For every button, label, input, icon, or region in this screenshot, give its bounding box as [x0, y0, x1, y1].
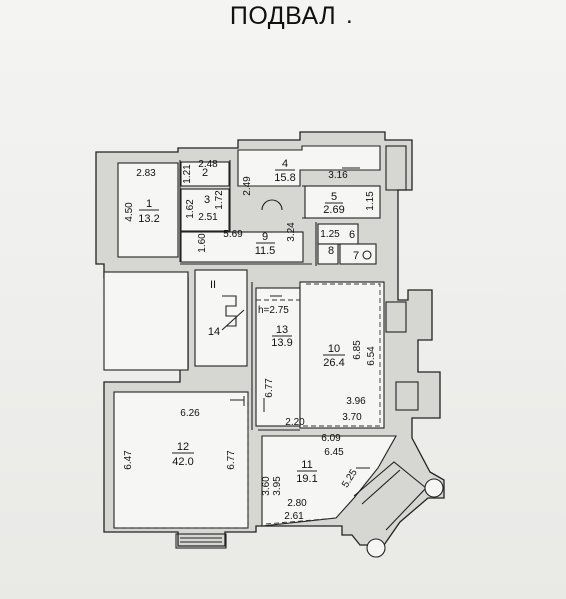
room-10-area: 26.4 [323, 357, 344, 369]
dim-6-26: 6.26 [180, 408, 200, 419]
room-6-number: 6 [349, 229, 355, 241]
partitions [104, 145, 444, 558]
room-13-floor [255, 287, 301, 427]
title-mark: . [346, 2, 353, 29]
dim-1-62: 1.62 [185, 199, 196, 219]
room-13-number: 13 [276, 324, 288, 336]
height-note: h=2.75 [258, 305, 289, 316]
room-5-floor [304, 185, 381, 219]
room-5-number: 5 [331, 191, 337, 203]
dim-6-77-a: 6.77 [264, 378, 275, 398]
dim-6-85: 6.85 [352, 340, 363, 360]
room-8-floor [317, 243, 339, 265]
dim-3-95: 3.95 [272, 476, 283, 496]
diagonal-annex [353, 461, 427, 531]
stair-steps [222, 295, 237, 327]
dim-6-54: 6.54 [366, 346, 377, 366]
dim-2-48: 2.48 [198, 159, 218, 170]
dim-6-47: 6.47 [123, 450, 134, 470]
dim-6-77-b: 6.77 [226, 450, 237, 470]
dim-6-09: 6.09 [321, 433, 341, 444]
dim-2-61: 2.61 [284, 511, 304, 522]
room-12-floor [113, 391, 249, 529]
room-8-number: 8 [328, 245, 334, 257]
room-2-floor [180, 161, 230, 187]
room-10-number: 10 [328, 343, 340, 355]
dim-2-83: 2.83 [136, 168, 156, 179]
room-12-area: 42.0 [172, 456, 193, 468]
room-3-floor [180, 188, 230, 232]
dim-2-20: 2.20 [285, 417, 305, 428]
dashed-outlines [118, 283, 381, 529]
dim-2-51: 2.51 [198, 212, 218, 223]
dim-1-15: 1.15 [365, 191, 376, 211]
dim-2-80: 2.80 [287, 498, 307, 509]
room-1-number: 1 [146, 198, 152, 210]
page-title: ПОДВАЛ [229, 2, 337, 30]
room-3-number: 3 [204, 194, 210, 206]
dim-5-69: 5.69 [223, 229, 243, 240]
room-labels: 1 13.2 2 3 4 15.8 5 2.69 6 8 7 9 11.5 13… [138, 158, 359, 485]
room-14-number: 14 [208, 326, 220, 338]
room-4-floor [237, 145, 381, 187]
room-1-area: 13.2 [138, 213, 159, 225]
room-4-number: 4 [282, 158, 288, 170]
room-2-number: 2 [202, 167, 208, 179]
room-9-number: 9 [262, 231, 268, 243]
dim-4-50: 4.50 [124, 202, 135, 222]
room-7-number: 7 [353, 250, 359, 262]
room-9-floor [180, 231, 304, 263]
dim-3-70: 3.70 [342, 412, 362, 423]
room-4-area: 15.8 [274, 172, 295, 184]
room-12-number: 12 [177, 441, 189, 453]
dim-3-96: 3.96 [346, 396, 366, 407]
dim-1-60: 1.60 [197, 233, 208, 253]
room-9-area: 11.5 [255, 245, 276, 257]
stair-label: II [210, 279, 216, 291]
dim-1-25: 1.25 [320, 229, 340, 240]
room-13-area: 13.9 [271, 337, 292, 349]
room-11-number: 11 [301, 459, 312, 471]
dim-3-16: 3.16 [328, 170, 348, 181]
room-left-unlabelled [103, 271, 189, 371]
room-14-floor [194, 269, 248, 367]
room-11-area: 19.1 [296, 473, 317, 485]
dim-1-72: 1.72 [214, 190, 225, 210]
dim-3-60: 3.60 [261, 476, 272, 496]
room-5-area: 2.69 [323, 204, 344, 216]
room-11-floor [261, 435, 397, 527]
dim-6-45: 6.45 [324, 447, 344, 458]
dim-2-49: 2.49 [242, 176, 253, 196]
dim-1-21: 1.21 [182, 164, 193, 184]
room-1-floor [117, 162, 179, 258]
dim-3-24: 3.24 [286, 222, 297, 242]
